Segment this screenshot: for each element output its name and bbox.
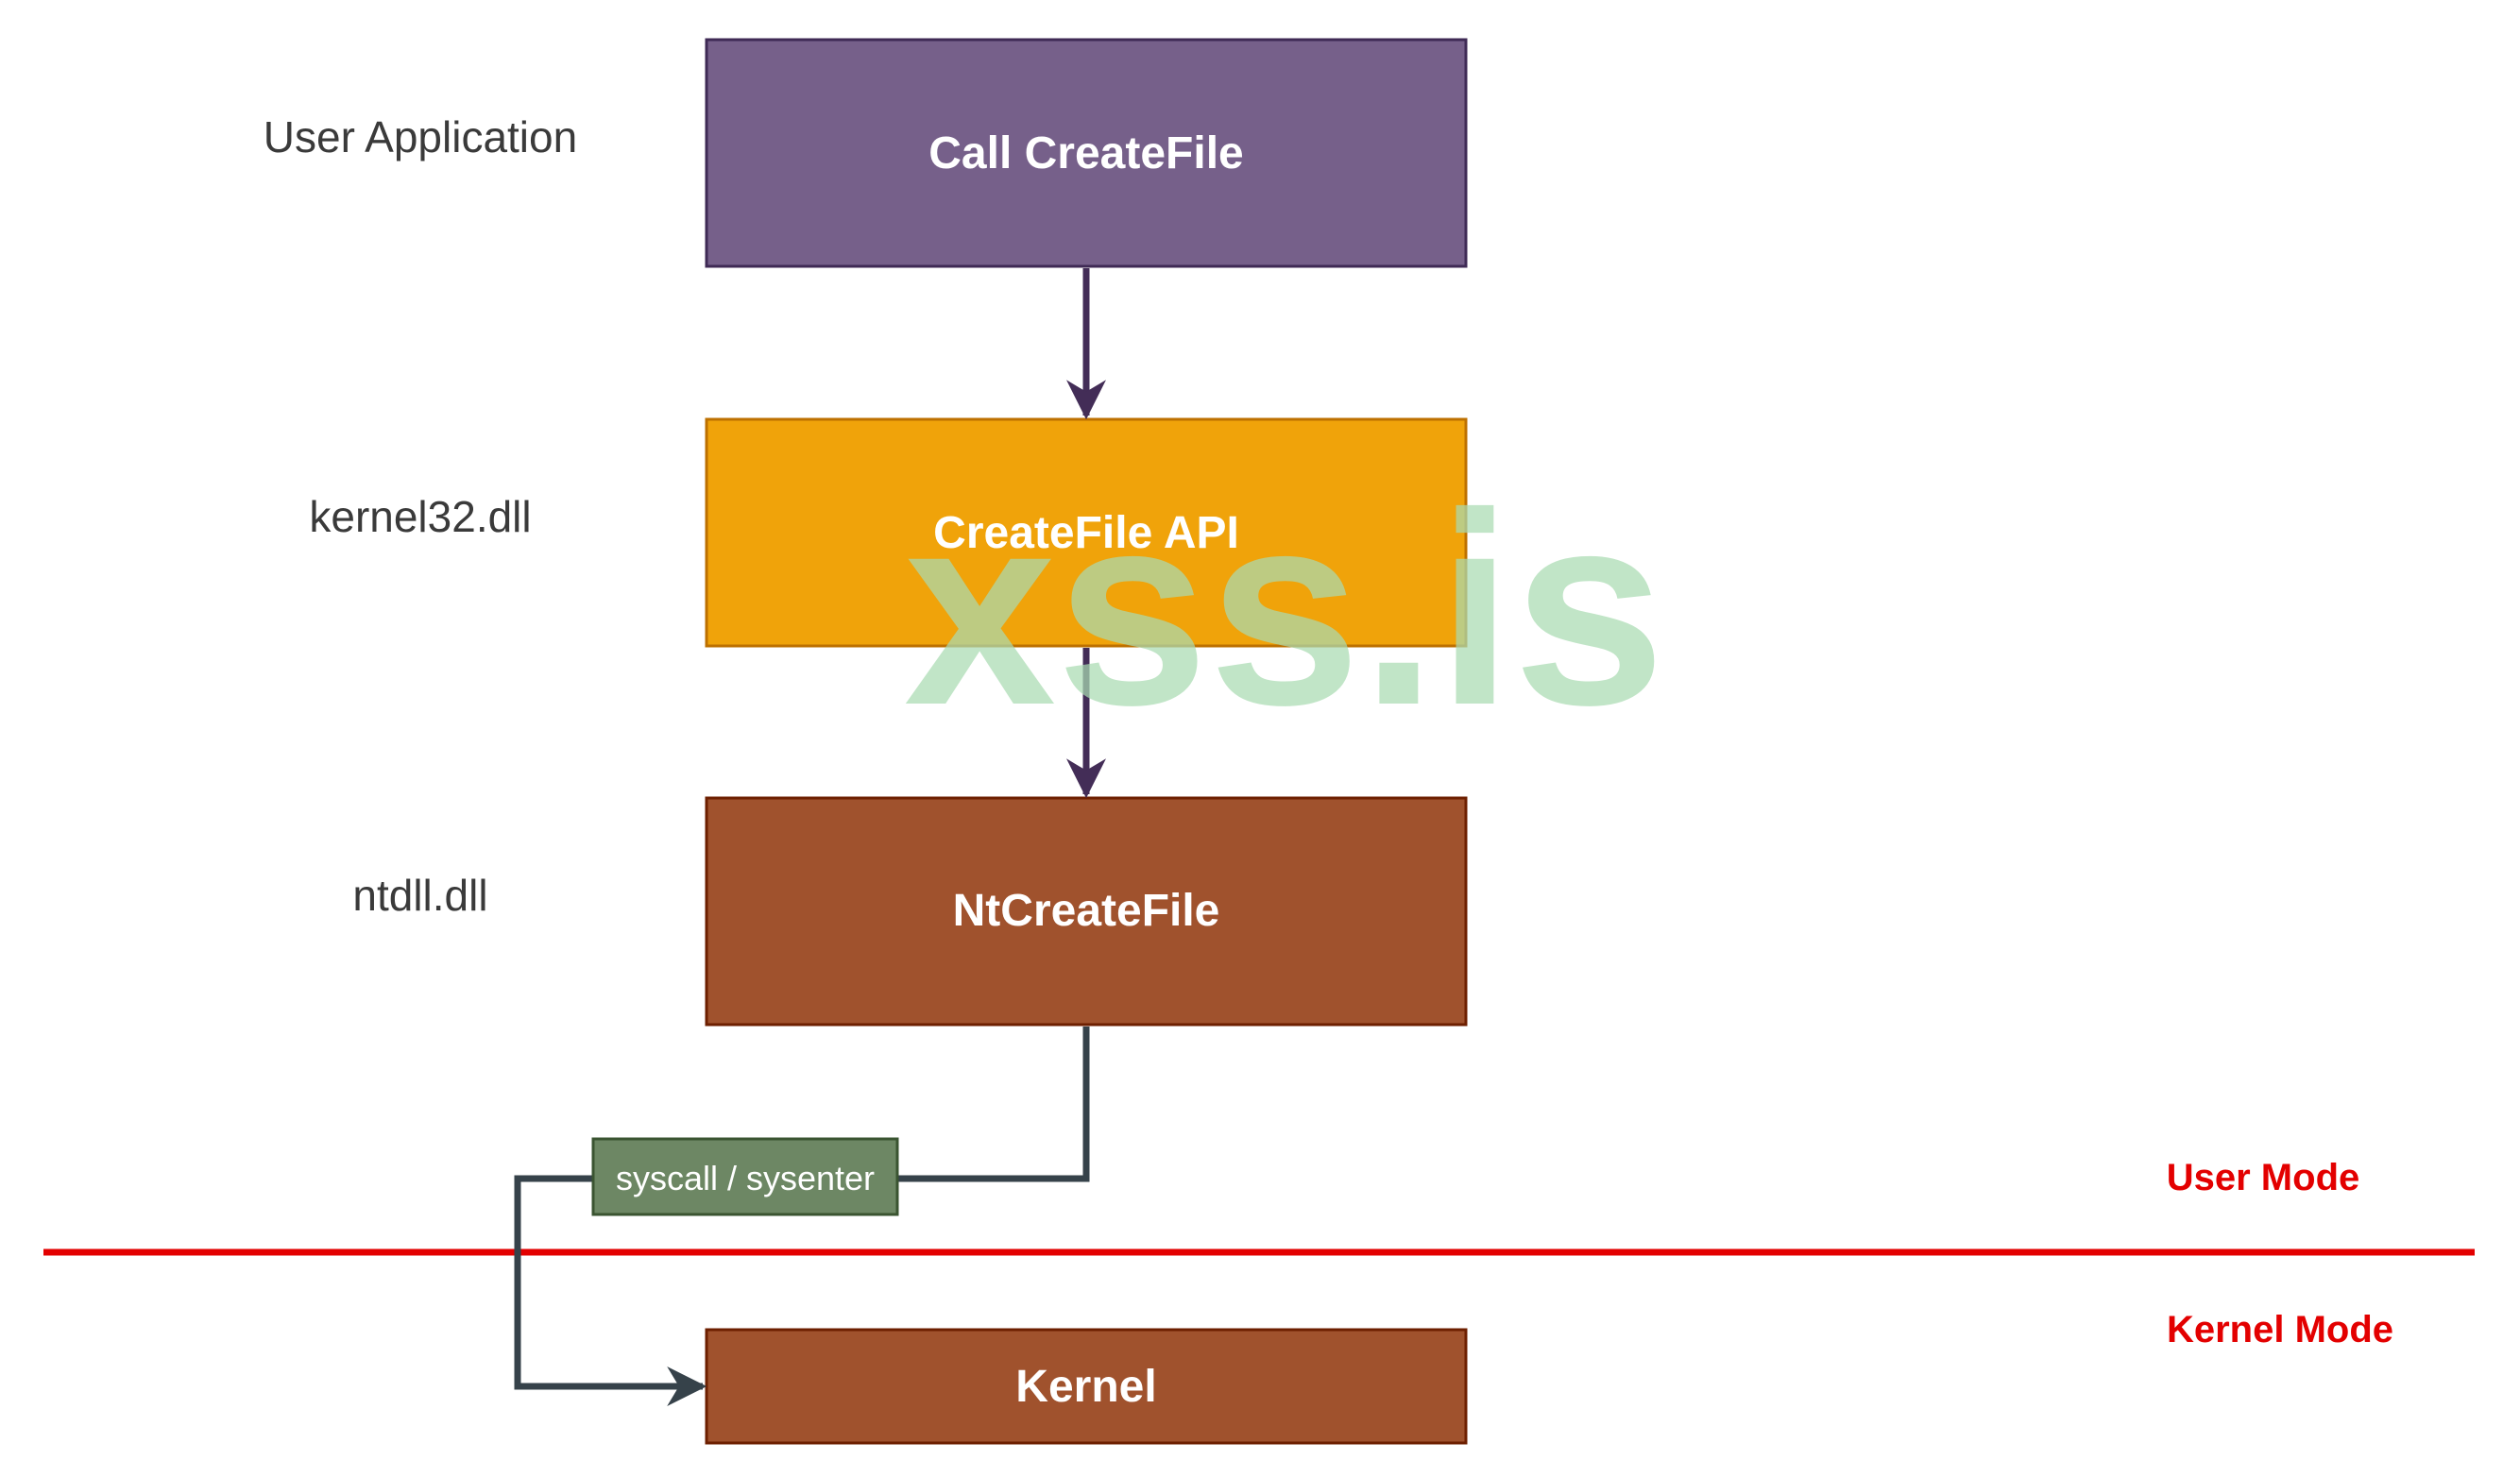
kernel-mode-label: Kernel Mode — [2167, 1309, 2393, 1350]
ntcreatefile-label: NtCreateFile — [953, 886, 1220, 936]
call-createfile-node: Call CreateFile — [705, 38, 1468, 268]
layer-label-ntdll: ntdll.dll — [352, 871, 487, 920]
createfile-api-box — [705, 417, 1468, 648]
layer-label-kernel32: kernel32.dll — [309, 492, 531, 541]
createfile-api-label: CreateFile API — [933, 508, 1239, 558]
syscall-tag-box — [591, 1137, 899, 1216]
createfile-api-node: CreateFile API — [705, 417, 1468, 648]
kernel-label: Kernel — [1015, 1362, 1156, 1412]
user-mode-label: User Mode — [2167, 1157, 2360, 1198]
syscall-tag: syscall / sysenter — [591, 1137, 899, 1216]
ntcreatefile-box — [705, 796, 1468, 1027]
kernel-box — [705, 1328, 1468, 1445]
ntcreatefile-node: NtCreateFile — [705, 796, 1468, 1027]
watermark-logo: xss.is — [904, 456, 1665, 762]
kernel-node: Kernel — [705, 1328, 1468, 1445]
call-createfile-box — [705, 38, 1468, 268]
syscall-transition-arrow — [514, 1027, 1090, 1406]
layer-label-user-application: User Application — [264, 112, 577, 161]
syscall-tag-label: syscall / sysenter — [616, 1159, 875, 1197]
call-createfile-label: Call CreateFile — [928, 128, 1243, 178]
